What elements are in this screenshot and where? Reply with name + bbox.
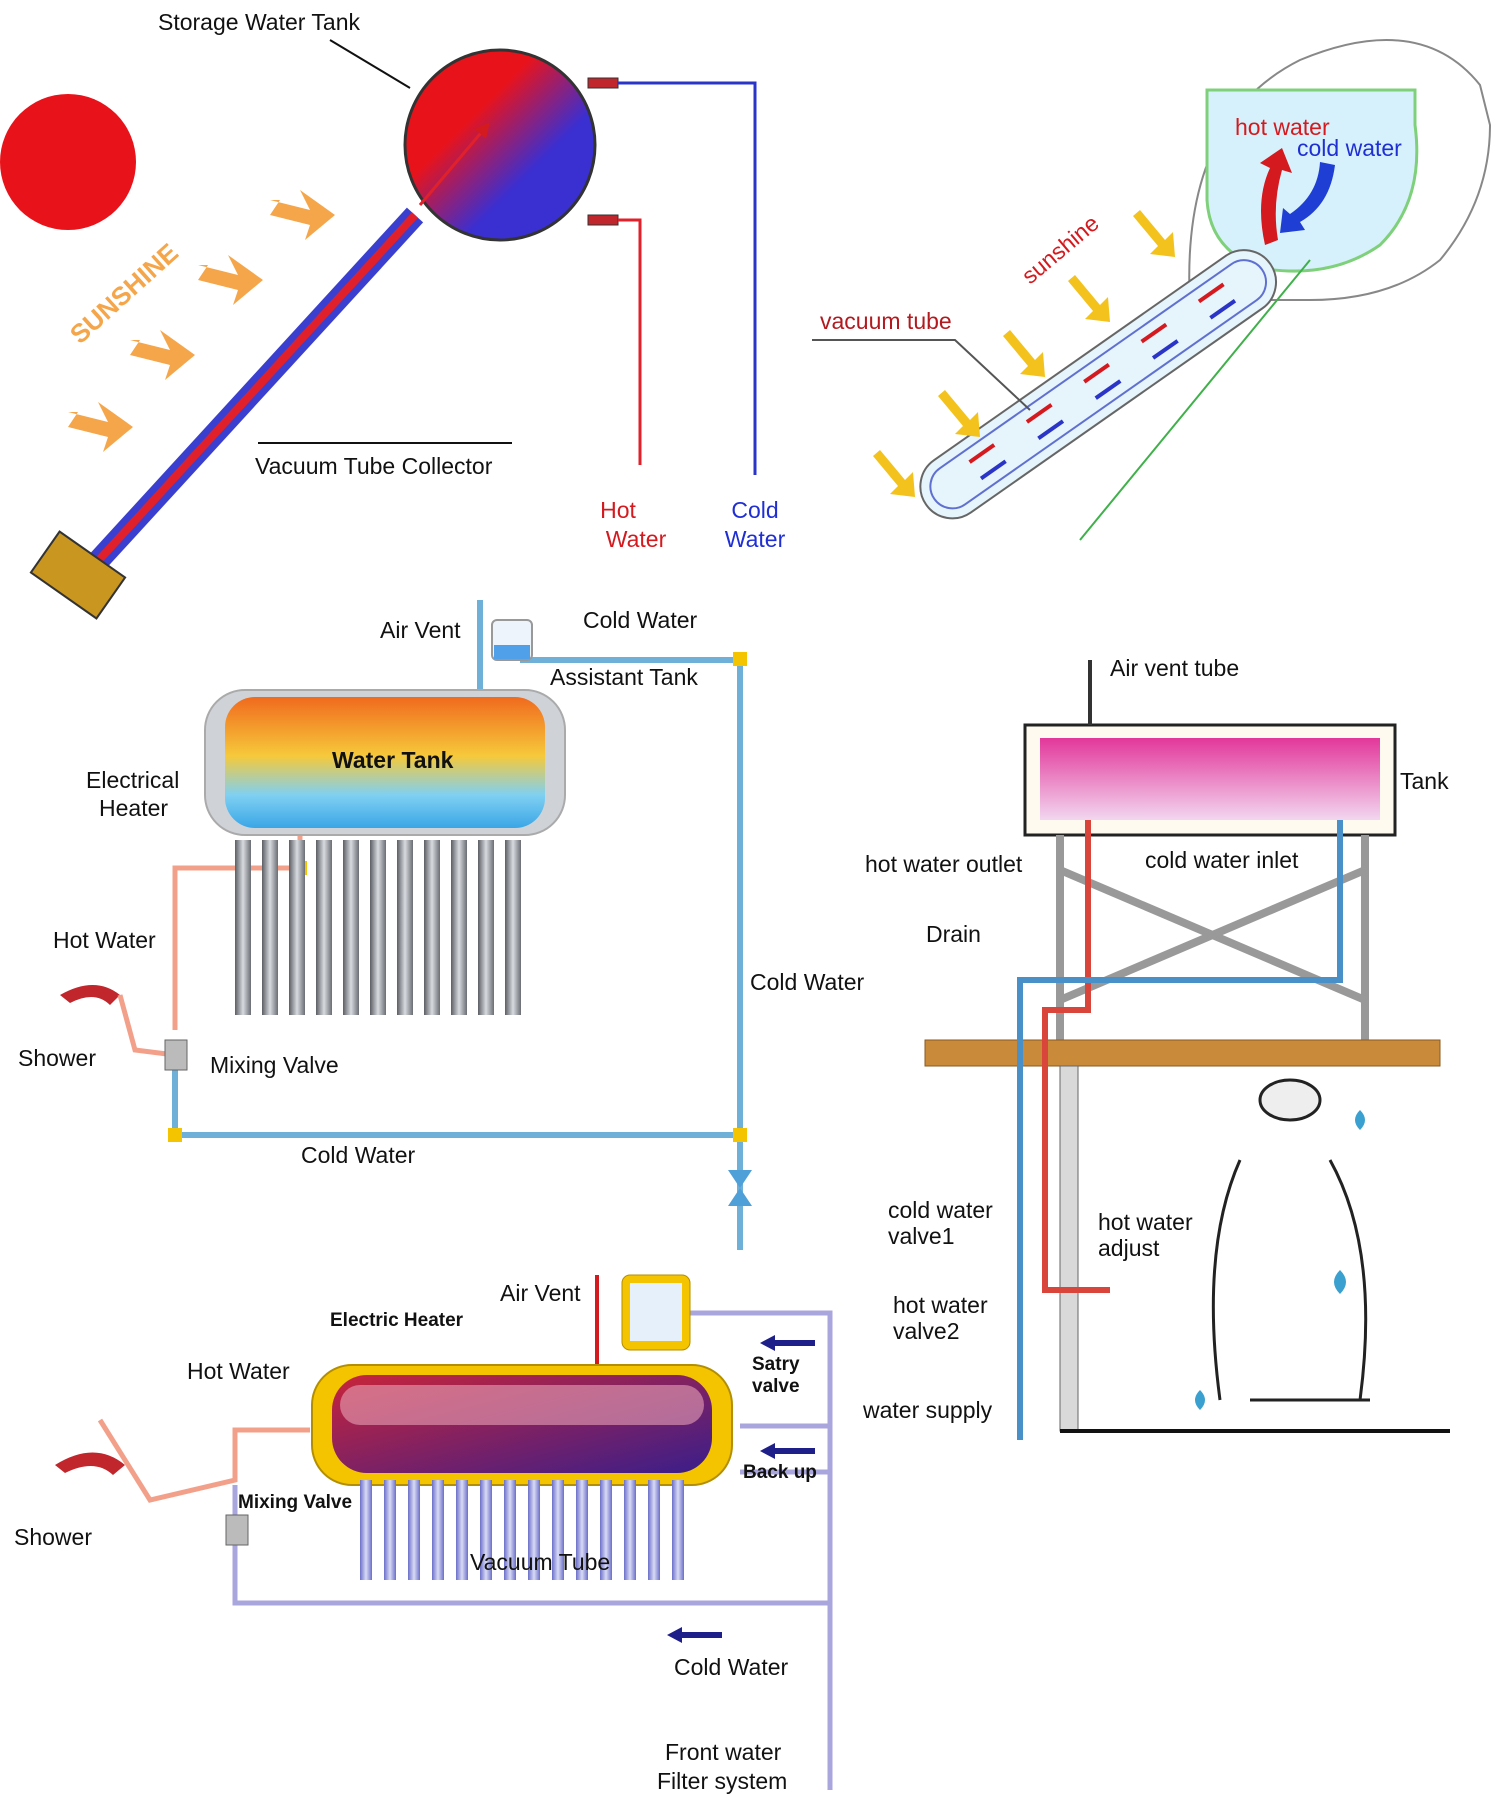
flow-arrow-icon bbox=[760, 1335, 815, 1351]
air-vent-label: Air Vent bbox=[500, 1280, 581, 1306]
sunshine-arrow-icon bbox=[198, 255, 263, 305]
hot-water-adjust-label: hot water bbox=[1098, 1209, 1193, 1235]
roof-slab bbox=[924, 1039, 1441, 1067]
sunshine-label: sunshine bbox=[1017, 210, 1104, 289]
drain-label: Drain bbox=[926, 921, 981, 947]
sunshine-arrow-icon bbox=[68, 402, 133, 452]
cold-water-label: cold water bbox=[1297, 135, 1402, 161]
pipe-fitting bbox=[168, 1128, 182, 1142]
panel-active-system-purple: Air Vent Electric Heater Hot Water Satry… bbox=[14, 1274, 833, 1794]
hot-water-pipe bbox=[97, 1418, 310, 1503]
cold-water-valve1-label: cold water bbox=[888, 1197, 993, 1223]
hot-water-adjust-label: adjust bbox=[1098, 1235, 1160, 1261]
cold-water-valve1-label: valve1 bbox=[888, 1223, 954, 1249]
electric-heater-label: Electric Heater bbox=[330, 1310, 464, 1331]
collector-red-band bbox=[85, 212, 418, 575]
cold-water-pipe bbox=[618, 81, 757, 475]
air-vent-label: Air Vent bbox=[380, 617, 461, 643]
vacuum-tube-array bbox=[360, 1480, 684, 1580]
flow-arrow-icon bbox=[760, 1443, 815, 1459]
sunshine-arrow-icon bbox=[1133, 210, 1175, 257]
tank-water bbox=[1205, 88, 1419, 273]
hot-water-outlet-label: hot water outlet bbox=[865, 851, 1023, 877]
sunshine-arrow-icon bbox=[873, 450, 915, 497]
water-drop-icon bbox=[1355, 1110, 1365, 1130]
tank-leader-line bbox=[329, 39, 411, 89]
pipe-fitting bbox=[733, 652, 747, 666]
hot-water-arrow-icon bbox=[1260, 148, 1292, 245]
electrical-heater-label: Electrical bbox=[86, 767, 179, 793]
sunshine-arrow-icon bbox=[1068, 275, 1110, 322]
flow-arrow-icon bbox=[667, 1627, 722, 1643]
hot-water-label: hot water bbox=[1235, 114, 1330, 140]
hot-water-valve2-label: valve2 bbox=[893, 1318, 959, 1344]
assistant-tank-label: Assistant Tank bbox=[550, 664, 698, 690]
panel-tank-stand-installation: Air vent tube Tank hot water outlet cold… bbox=[862, 655, 1450, 1440]
shower-label: Shower bbox=[14, 1524, 92, 1550]
cold-water-label: Cold Water bbox=[750, 969, 865, 995]
hot-water-label: Hot bbox=[600, 497, 636, 523]
cold-water-label: Cold Water bbox=[674, 1654, 789, 1680]
back-up-label: Back up bbox=[743, 1462, 817, 1483]
cold-water-label: Water bbox=[725, 526, 786, 552]
showering-person-icon bbox=[1211, 1078, 1370, 1402]
water-tank-label: Water Tank bbox=[332, 747, 454, 773]
shower-label: Shower bbox=[18, 1045, 96, 1071]
storage-water-tank bbox=[403, 48, 597, 242]
vacuum-tube-label: vacuum tube bbox=[820, 308, 952, 334]
cold-water-pipe bbox=[690, 1310, 833, 1790]
sunshine-arrow-icon bbox=[130, 330, 195, 380]
filter-system-label: Filter system bbox=[657, 1768, 787, 1794]
sunshine-arrow-icon bbox=[270, 190, 335, 240]
filter-system-label: Front water bbox=[665, 1739, 782, 1765]
hot-water-label: Water bbox=[606, 526, 667, 552]
satry-valve-label: Satry bbox=[752, 1354, 800, 1375]
vacuum-tube bbox=[919, 249, 1278, 520]
cold-water-label: Cold Water bbox=[583, 607, 698, 633]
valve-icon bbox=[728, 1170, 752, 1206]
water-supply-label: water supply bbox=[862, 1397, 993, 1423]
hot-water-label: Hot Water bbox=[53, 927, 156, 953]
hot-water-label: Hot Water bbox=[187, 1358, 290, 1384]
mixing-valve-label: Mixing Valve bbox=[210, 1052, 339, 1078]
vacuum-tube-array bbox=[235, 840, 521, 1015]
mixing-valve-icon bbox=[164, 1039, 188, 1071]
satry-valve-label: valve bbox=[752, 1376, 800, 1397]
sunshine-arrow-icon bbox=[938, 390, 980, 437]
shower-icon bbox=[60, 985, 120, 1005]
pipe-fitting bbox=[733, 1128, 747, 1142]
vacuum-tube-label: Vacuum Tube bbox=[470, 1549, 610, 1575]
cold-water-label: Cold Water bbox=[301, 1142, 416, 1168]
electrical-heater-label: Heater bbox=[99, 795, 168, 821]
cold-water-arrow-icon bbox=[1280, 162, 1335, 233]
tank-label: Tank bbox=[1400, 768, 1449, 794]
air-vent-tube-label: Air vent tube bbox=[1110, 655, 1239, 681]
sun-icon bbox=[0, 94, 136, 230]
water-drop-icon bbox=[1195, 1390, 1205, 1410]
cold-water-pipe bbox=[1017, 820, 1343, 1440]
cold-water-inlet-label: cold water inlet bbox=[1145, 847, 1299, 873]
hot-water-pipe bbox=[618, 218, 642, 465]
cold-water-label: Cold bbox=[731, 497, 778, 523]
hot-water-valve2-label: hot water bbox=[893, 1292, 988, 1318]
collector-label: Vacuum Tube Collector bbox=[255, 453, 493, 479]
shower-icon bbox=[55, 1452, 125, 1475]
storage-tank-label: Storage Water Tank bbox=[158, 9, 360, 35]
panel-thermosiphon-overview: SUNSHINE Storage Water Tank Vacuum Tube … bbox=[0, 9, 786, 620]
collector-base bbox=[29, 530, 127, 620]
wall bbox=[1059, 1065, 1079, 1432]
hot-water-pipe bbox=[1042, 820, 1110, 1293]
mixing-valve-icon bbox=[225, 1514, 249, 1546]
panel-vacuum-tube-detail: hot water cold water sunshine vacuum tub… bbox=[812, 39, 1492, 541]
sunshine-arrows bbox=[68, 190, 335, 452]
water-drop-icon bbox=[1334, 1270, 1346, 1294]
panel-active-system-blue: Air Vent Cold Water Assistant Tank Water… bbox=[18, 600, 865, 1250]
mixing-valve-label: Mixing Valve bbox=[238, 1492, 352, 1513]
sunshine-arrow-icon bbox=[1003, 330, 1045, 377]
sunshine-label: SUNSHINE bbox=[64, 237, 184, 349]
